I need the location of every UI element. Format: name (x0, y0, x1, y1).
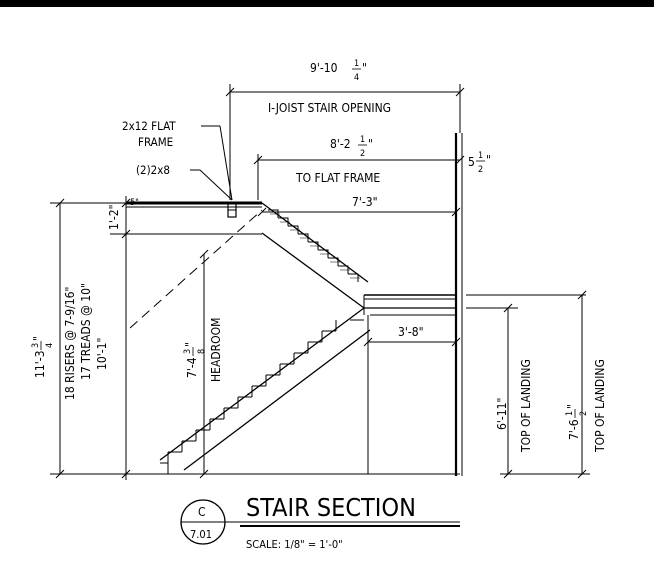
flat-frame-width-whole: 8'-2 (330, 137, 351, 151)
sheet-top-border (0, 0, 654, 7)
wall-offset-unit: " (486, 153, 491, 167)
flat-frame-width-unit: " (368, 137, 373, 151)
top-of-landing-label-a: TOP OF LANDING (519, 359, 533, 453)
sheet-number: 7.01 (190, 528, 212, 541)
small-mark: 5" (130, 198, 139, 208)
headroom-num: 3 (183, 349, 193, 354)
total-height-unit: " (31, 336, 45, 341)
opening-width-unit: " (362, 61, 367, 75)
headroom-unit: " (183, 342, 197, 347)
opening-width-num: 1 (354, 59, 359, 69)
floor-to-floor-dim: 10'-1" (95, 338, 109, 370)
landing-depth-dim: 3'-8" (398, 325, 424, 339)
headroom-label: HEADROOM (209, 318, 223, 382)
treads-note: 17 TREADS @ 10" (79, 283, 93, 380)
risers-note: 18 RISERS @ 7-9/16" (63, 287, 77, 401)
scale-note: SCALE: 1/8" = 1'-0" (246, 538, 343, 551)
wall-offset-den: 2 (478, 165, 483, 175)
opening-width-den: 4 (354, 73, 359, 83)
stair-structure (126, 133, 463, 476)
top-of-landing-label-b: TOP OF LANDING (593, 359, 607, 453)
title-block: C 7.01 STAIR SECTION SCALE: 1/8" = 1'-0" (180, 493, 460, 551)
landing-height-b-num: 1 (565, 411, 575, 416)
wall-offset-whole: 5 (468, 155, 475, 169)
upper-treads (268, 209, 360, 282)
dimension-lines (50, 84, 590, 480)
flat-frame-label: TO FLAT FRAME (295, 171, 380, 185)
total-height-whole: 11'-3 (33, 351, 47, 378)
total-height-num: 3 (31, 343, 41, 348)
wall-offset-num: 1 (478, 151, 483, 161)
lower-treads (160, 319, 364, 474)
opening-label: I-JOIST STAIR OPENING (268, 101, 391, 115)
section-letter: C (198, 505, 206, 519)
landing-height-b-whole: 7'-6 (567, 419, 581, 440)
headroom-den: 8 (197, 349, 207, 354)
double-2x8-callout: (2)2x8 (136, 163, 170, 177)
upper-run-dim: 7'-3" (352, 195, 378, 209)
landing-height-b-unit: " (565, 404, 579, 409)
landing-height-a: 6'-11" (495, 398, 509, 430)
headroom-whole: 7'-4 (185, 357, 199, 378)
section-title: STAIR SECTION (246, 493, 416, 522)
flat-frame-width-den: 2 (360, 149, 365, 159)
flat-frame-callout-line2: FRAME (138, 135, 173, 149)
top-gap-dim: 1'-2" (107, 204, 121, 230)
flat-frame-width-num: 1 (360, 135, 365, 145)
flat-frame-callout-line1: 2x12 FLAT (122, 119, 176, 133)
landing-height-b-den: 2 (579, 411, 589, 416)
opening-width-whole: 9'-10 (310, 61, 338, 75)
total-height-den: 4 (45, 343, 55, 348)
